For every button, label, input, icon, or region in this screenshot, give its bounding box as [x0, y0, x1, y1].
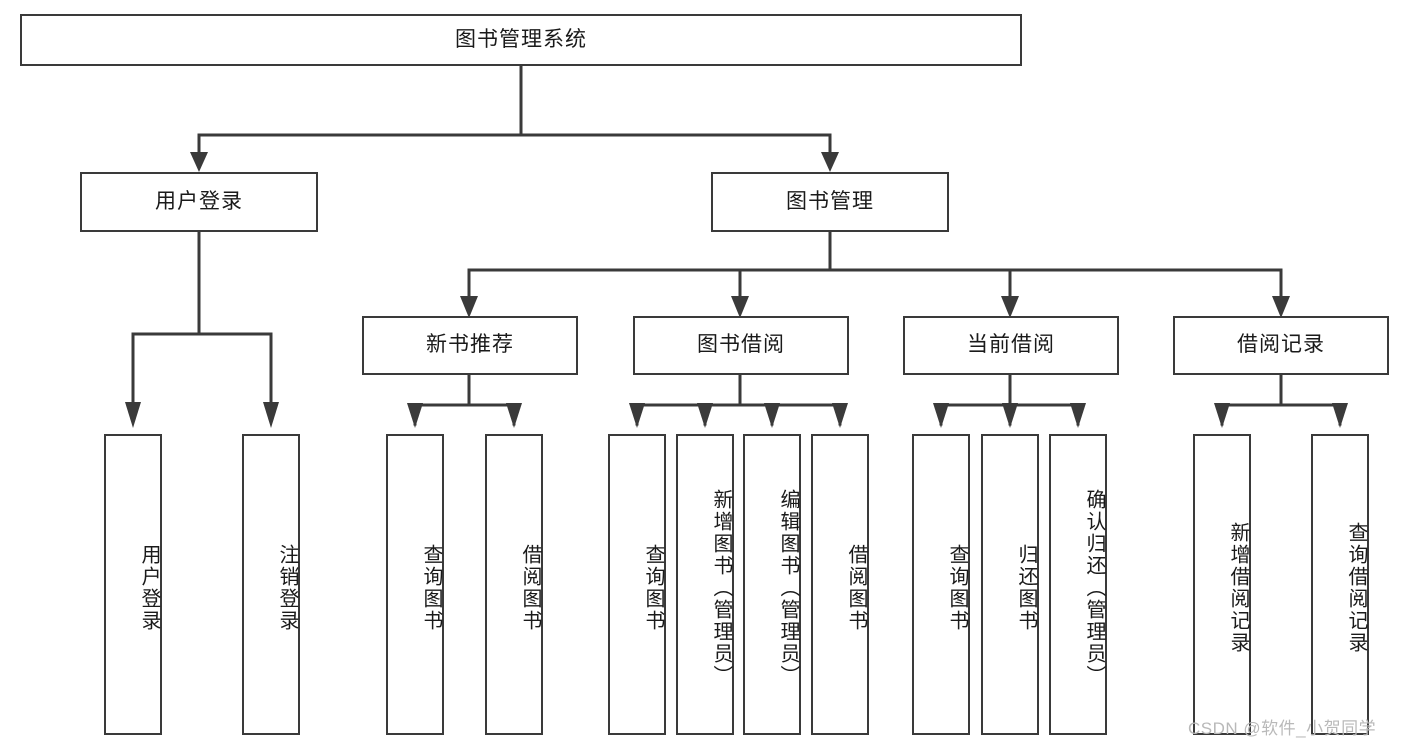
node-leaf-bookborrow-query-label: 查询图书 [642, 543, 664, 632]
node-leaf-bookborrow-edit[interactable]: 编辑图书（管理员） [743, 434, 801, 735]
node-leaf-currentborrow-confirm-label: 确认归还（管理员） [1083, 488, 1105, 687]
arrowhead-nb-leaf2 [506, 403, 522, 428]
arrowhead-leaf-user-login [125, 402, 141, 428]
node-leaf-currentborrow-confirm[interactable]: 确认归还（管理员） [1049, 434, 1107, 735]
node-leaf-bookborrow-borrow[interactable]: 借阅图书 [811, 434, 869, 735]
arrowhead-borrowrecord [1272, 296, 1290, 318]
node-leaf-newbook-borrow-label: 借阅图书 [519, 543, 541, 632]
arrowhead-newbook [460, 296, 478, 318]
arrowhead-cb-leaf2 [1002, 403, 1018, 428]
arrowhead-user-login [190, 152, 208, 172]
node-leaf-borrowrecord-add-label: 新增借阅记录 [1227, 521, 1249, 654]
node-leaf-borrowrecord-query-label: 查询借阅记录 [1345, 521, 1367, 654]
node-leaf-borrowrecord-query[interactable]: 查询借阅记录 [1311, 434, 1369, 735]
arrowhead-bb-leaf3 [764, 403, 780, 428]
arrowhead-cb-leaf1 [933, 403, 949, 428]
node-root[interactable]: 图书管理系统 [20, 14, 1022, 66]
node-user-login[interactable]: 用户登录 [80, 172, 318, 232]
node-leaf-newbook-query-label: 查询图书 [420, 543, 442, 632]
arrowhead-br-leaf2 [1332, 403, 1348, 428]
node-leaf-bookborrow-add[interactable]: 新增图书（管理员） [676, 434, 734, 735]
node-book-borrow-label: 图书借阅 [697, 333, 785, 357]
arrowhead-bb-leaf1 [629, 403, 645, 428]
arrowhead-leaf-user-logout [263, 402, 279, 428]
node-leaf-user-logout[interactable]: 注销登录 [242, 434, 300, 735]
node-leaf-user-login[interactable]: 用户登录 [104, 434, 162, 735]
node-borrow-record[interactable]: 借阅记录 [1173, 316, 1389, 375]
node-leaf-bookborrow-borrow-label: 借阅图书 [845, 543, 867, 632]
node-leaf-newbook-borrow[interactable]: 借阅图书 [485, 434, 543, 735]
node-leaf-newbook-query[interactable]: 查询图书 [386, 434, 444, 735]
node-book-borrow[interactable]: 图书借阅 [633, 316, 849, 375]
node-leaf-bookborrow-query[interactable]: 查询图书 [608, 434, 666, 735]
node-leaf-currentborrow-return-label: 归还图书 [1015, 543, 1037, 632]
node-leaf-bookborrow-add-label: 新增图书（管理员） [710, 488, 732, 687]
node-leaf-borrowrecord-add[interactable]: 新增借阅记录 [1193, 434, 1251, 735]
node-book-manage[interactable]: 图书管理 [711, 172, 949, 232]
watermark-text: CSDN @软件_小贺同学 [1188, 719, 1377, 738]
arrowhead-cb-leaf3 [1070, 403, 1086, 428]
node-leaf-currentborrow-query[interactable]: 查询图书 [912, 434, 970, 735]
node-leaf-user-login-label: 用户登录 [138, 543, 160, 632]
node-borrow-record-label: 借阅记录 [1237, 333, 1325, 357]
arrowhead-currentborrow [1001, 296, 1019, 318]
arrowhead-bb-leaf2 [697, 403, 713, 428]
node-new-book-recommend[interactable]: 新书推荐 [362, 316, 578, 375]
arrowhead-nb-leaf1 [407, 403, 423, 428]
arrowhead-book-manage [821, 152, 839, 172]
node-leaf-currentborrow-return[interactable]: 归还图书 [981, 434, 1039, 735]
node-new-book-recommend-label: 新书推荐 [426, 333, 514, 357]
node-user-login-label: 用户登录 [155, 189, 243, 213]
node-leaf-bookborrow-edit-label: 编辑图书（管理员） [777, 488, 799, 687]
node-current-borrow-label: 当前借阅 [967, 333, 1055, 357]
node-leaf-currentborrow-query-label: 查询图书 [946, 543, 968, 632]
arrowhead-bookborrow [731, 296, 749, 318]
node-leaf-user-logout-label: 注销登录 [276, 543, 298, 632]
node-current-borrow[interactable]: 当前借阅 [903, 316, 1119, 375]
node-book-manage-label: 图书管理 [786, 189, 874, 213]
arrowhead-bb-leaf4 [832, 403, 848, 428]
arrowhead-br-leaf1 [1214, 403, 1230, 428]
node-root-label: 图书管理系统 [455, 27, 587, 51]
